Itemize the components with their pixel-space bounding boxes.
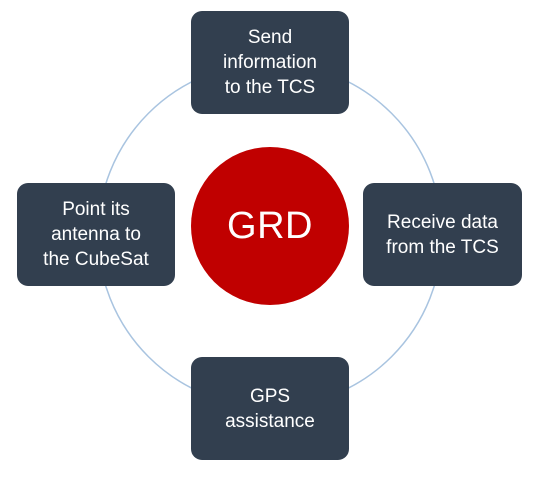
center-circle: GRD <box>191 147 349 305</box>
node-send-information-label: Send information to the TCS <box>223 27 317 98</box>
node-point-antenna: Point its antenna to the CubeSat <box>17 183 175 286</box>
node-gps-assistance: GPS assistance <box>191 357 349 460</box>
node-send-information: Send information to the TCS <box>191 11 349 114</box>
node-receive-data-label: Receive data from the TCS <box>386 211 499 258</box>
node-gps-assistance-label: GPS assistance <box>225 385 315 432</box>
center-label: GRD <box>227 204 313 247</box>
node-point-antenna-label: Point its antenna to the CubeSat <box>43 199 149 270</box>
node-receive-data: Receive data from the TCS <box>363 183 522 286</box>
